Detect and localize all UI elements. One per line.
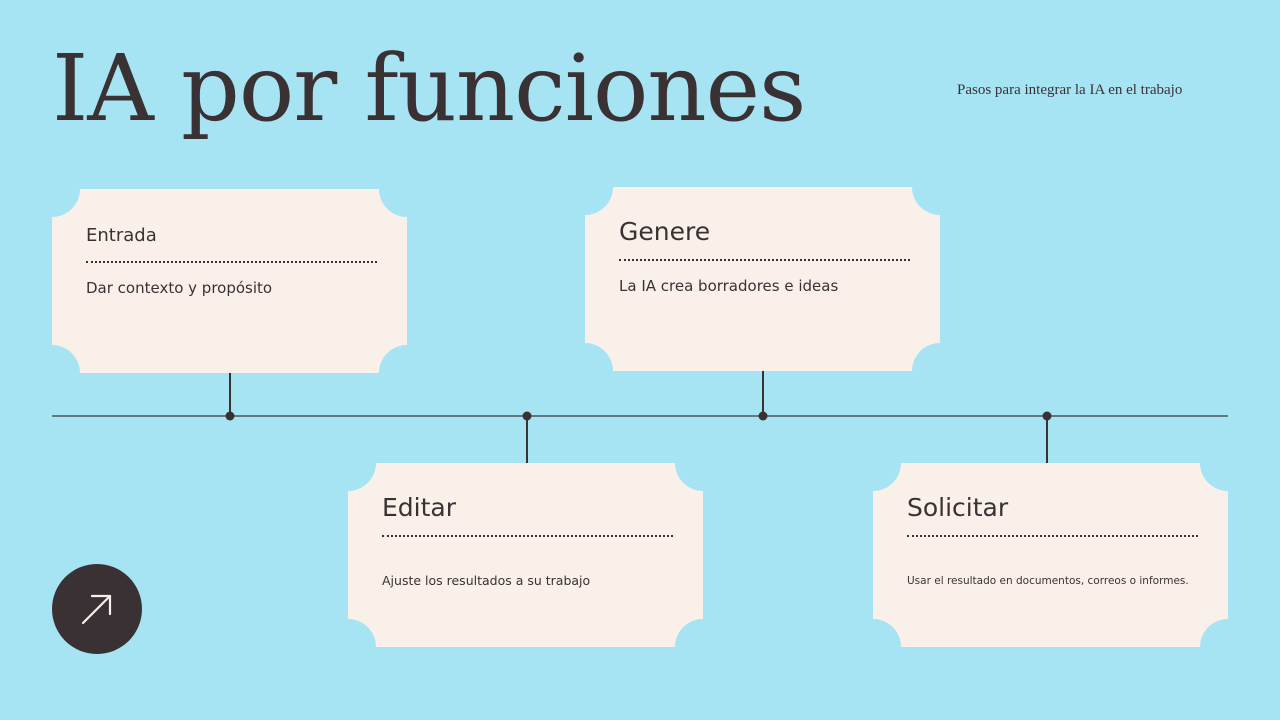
arrow-up-right-icon: [81, 594, 112, 625]
step-title: Solicitar: [907, 493, 1009, 522]
step-title: Entrada: [86, 225, 157, 246]
step-title: Editar: [382, 493, 457, 522]
card-background: [52, 189, 407, 373]
timeline-node: [522, 411, 532, 421]
step-title: Genere: [619, 217, 711, 246]
timeline-node: [225, 411, 235, 421]
step-description: Dar contexto y propósito: [86, 279, 273, 297]
step-card-genere: Genere La IA crea borradores e ideas: [585, 187, 940, 371]
card-background: [873, 463, 1228, 647]
arrow-action-button[interactable]: [52, 564, 142, 654]
page-subtitle: Pasos para integrar la IA en el trabajo: [957, 82, 1183, 98]
dotted-divider: [86, 261, 377, 263]
dotted-divider: [907, 535, 1198, 537]
step-description: Usar el resultado en documentos, correos…: [907, 575, 1189, 587]
step-description: Ajuste los resultados a su trabajo: [382, 573, 591, 588]
step-card-entrada: Entrada Dar contexto y propósito: [52, 189, 407, 373]
card-background: [585, 187, 940, 371]
card-background: [348, 463, 703, 647]
dotted-divider: [619, 259, 910, 261]
timeline-node: [1042, 411, 1052, 421]
dotted-divider: [382, 535, 673, 537]
page-title: IA por funciones: [52, 35, 806, 142]
step-description: La IA crea borradores e ideas: [619, 277, 839, 295]
step-card-solicitar: Solicitar Usar el resultado en documento…: [873, 463, 1228, 647]
step-card-editar: Editar Ajuste los resultados a su trabaj…: [348, 463, 703, 647]
timeline-node: [758, 411, 768, 421]
